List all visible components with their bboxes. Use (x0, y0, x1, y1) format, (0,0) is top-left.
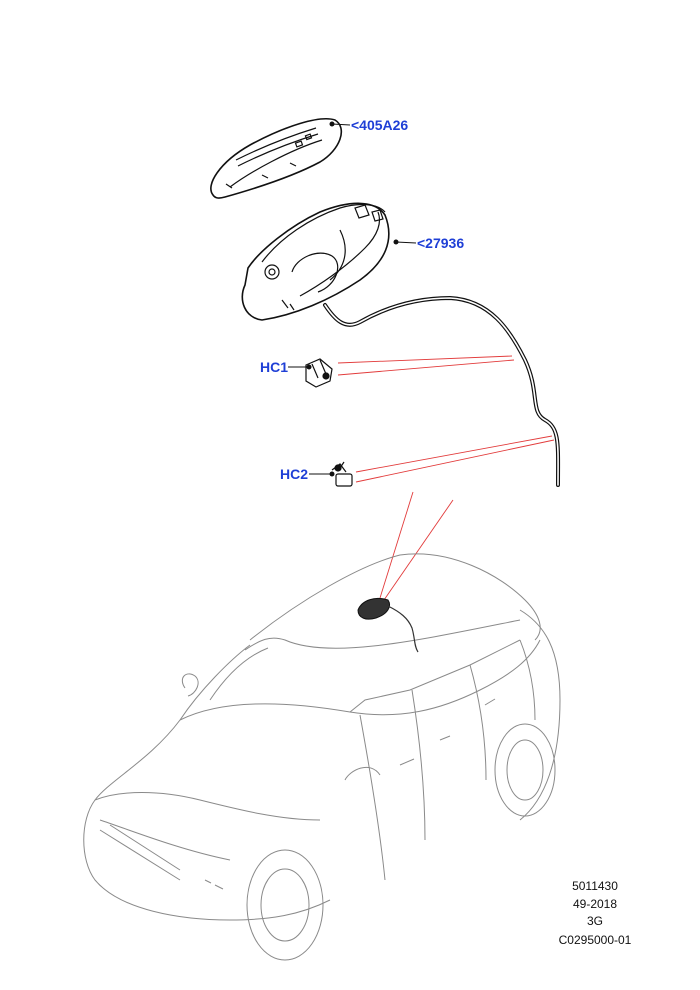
harness-cable (323, 295, 561, 487)
callout-405a26: <405A26 (351, 117, 409, 133)
footer-line-4: C0295000-01 (558, 933, 632, 947)
harness-cable-core (324, 297, 559, 486)
hc1-leader-dot (306, 364, 312, 370)
lamp-leader (331, 123, 351, 126)
hc2-clip (331, 461, 353, 487)
hc2-leader-dot (329, 471, 335, 477)
footer-line-2: 49-2018 (572, 897, 618, 911)
housing-part (241, 202, 390, 321)
lamp-lens-part (210, 118, 343, 199)
vehicle-roof-lamp (357, 597, 419, 653)
lamp-leader-dot (329, 121, 335, 127)
hc2-red-leaders (355, 435, 555, 483)
footer-line-1: 5011430 (572, 879, 618, 893)
hc1-clip (305, 358, 333, 388)
footer-line-3: 3G (586, 914, 603, 928)
housing-leader (395, 241, 417, 244)
callout-hc2: HC2 (280, 466, 309, 482)
callout-hc1: HC1 (260, 359, 289, 375)
housing-leader-dot (393, 239, 399, 245)
vehicle-outline (83, 553, 561, 961)
callout-27936: <27936 (417, 235, 465, 251)
hc1-red-leaders (337, 355, 515, 376)
vehicle-red-leaders (379, 491, 454, 601)
